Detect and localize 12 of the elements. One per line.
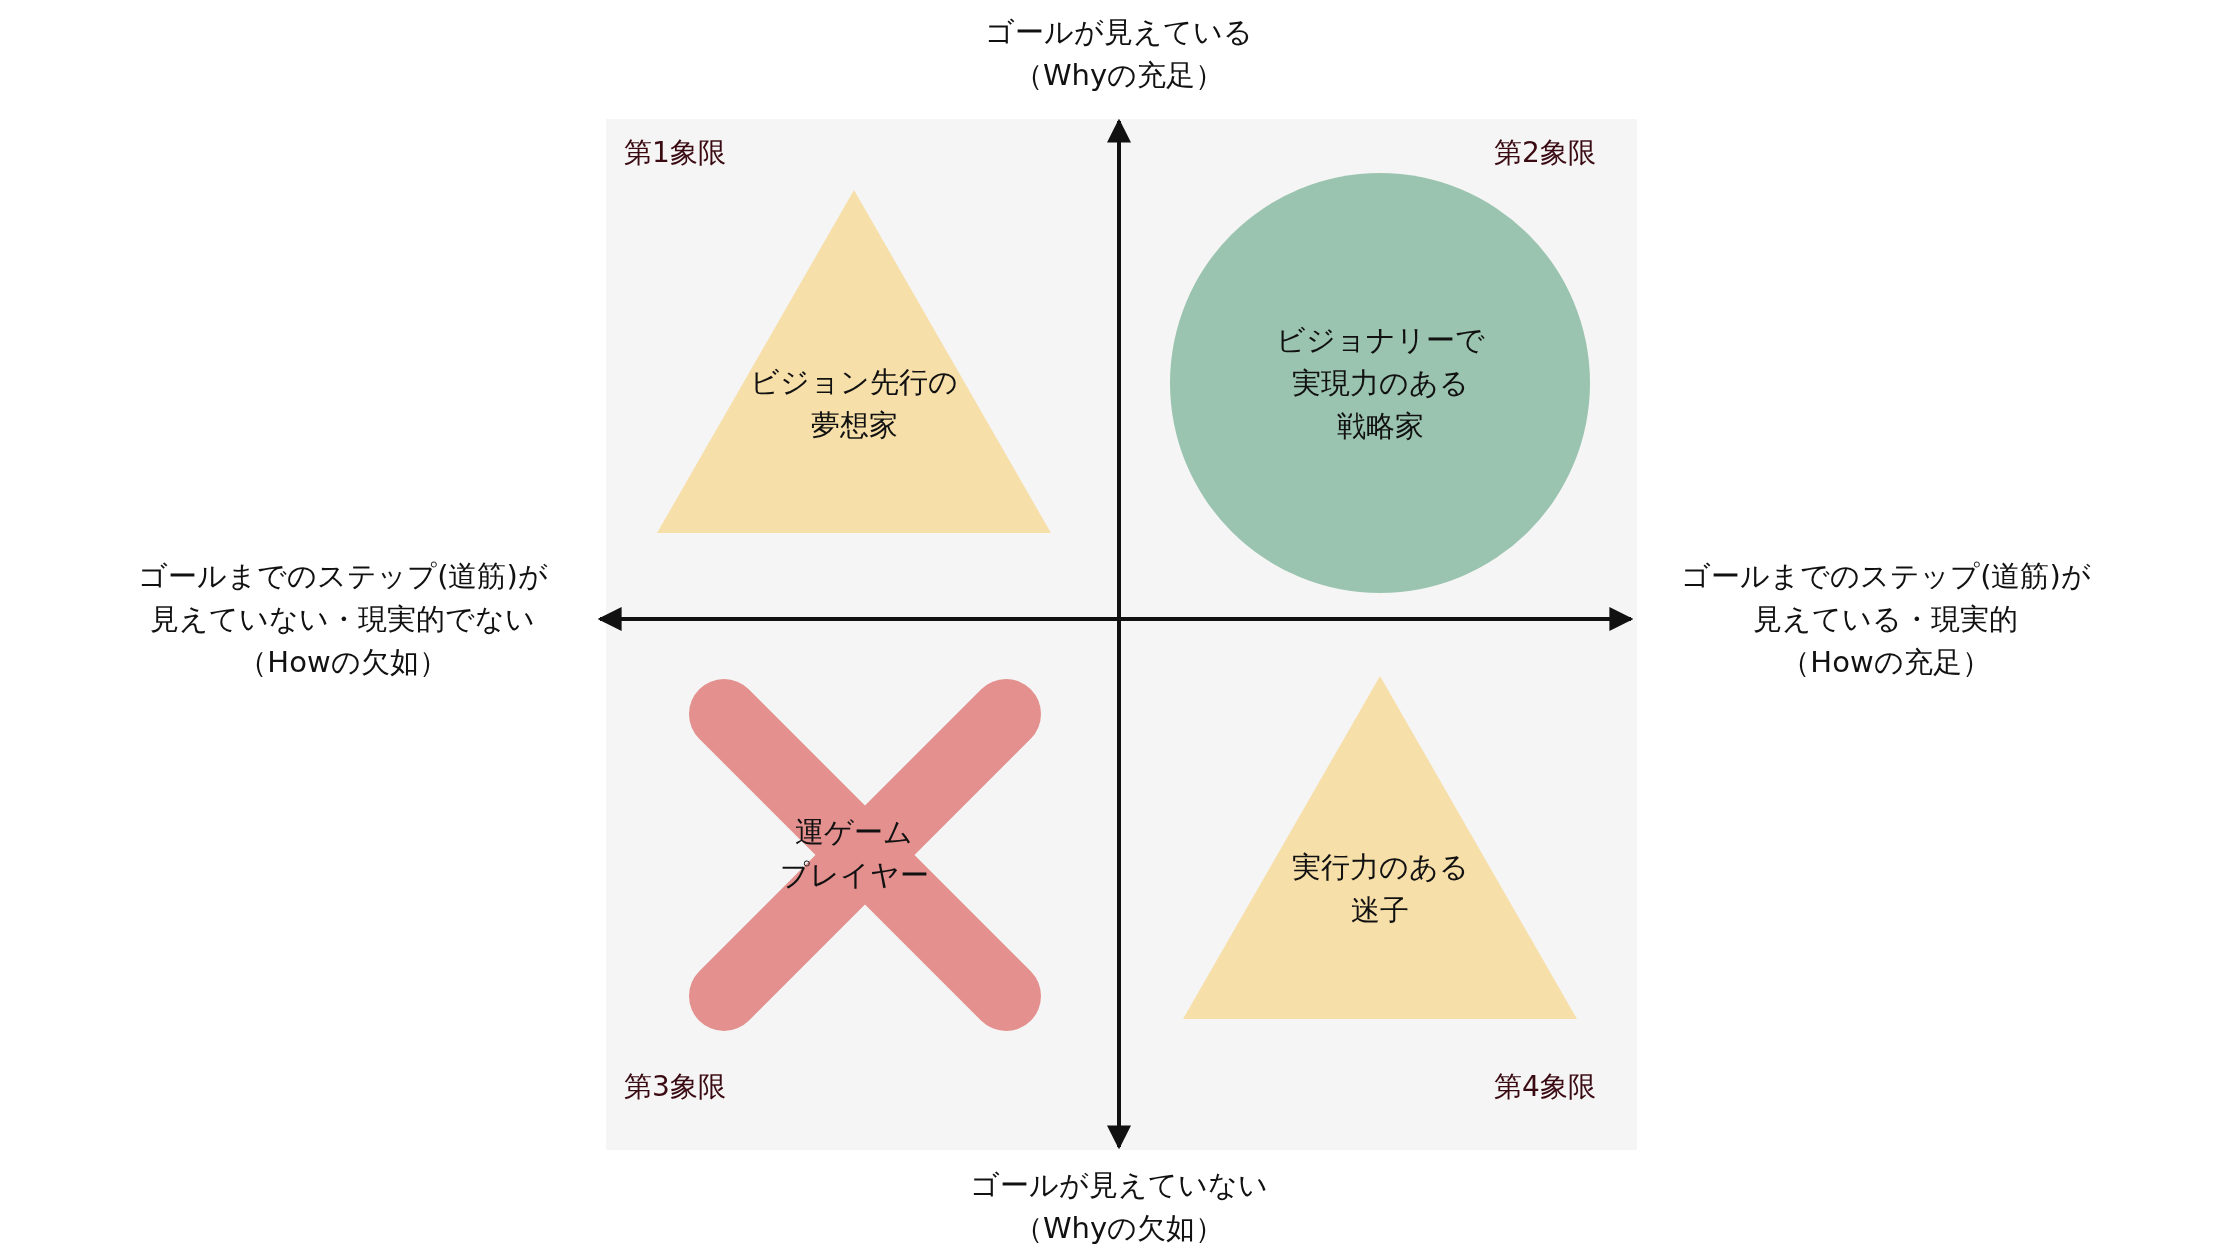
node-label: ビジョナリーで実現力のある戦略家 (1275, 321, 1485, 445)
node-label: 運ゲームプレイヤー (779, 814, 929, 894)
axis-label: ゴールまでのステップ(道筋)が見えていない・現実的でない（Howの欠如） (138, 557, 548, 681)
axis-label: ゴールまでのステップ(道筋)が見えている・現実的（Howの充足） (1681, 557, 2091, 681)
quadrant-label: 第2象限 (1494, 135, 1596, 171)
quadrant-label: 第1象限 (624, 135, 726, 171)
axis-label: ゴールが見えている（Whyの充足） (985, 14, 1253, 94)
node-label: 実行力のある迷子 (1291, 849, 1469, 929)
quadrant-label: 第3象限 (624, 1069, 726, 1105)
quadrant-label: 第4象限 (1494, 1069, 1596, 1105)
node-label: ビジョン先行の夢想家 (750, 364, 958, 444)
axis-label: ゴールが見えていない（Whyの欠如） (970, 1167, 1268, 1247)
